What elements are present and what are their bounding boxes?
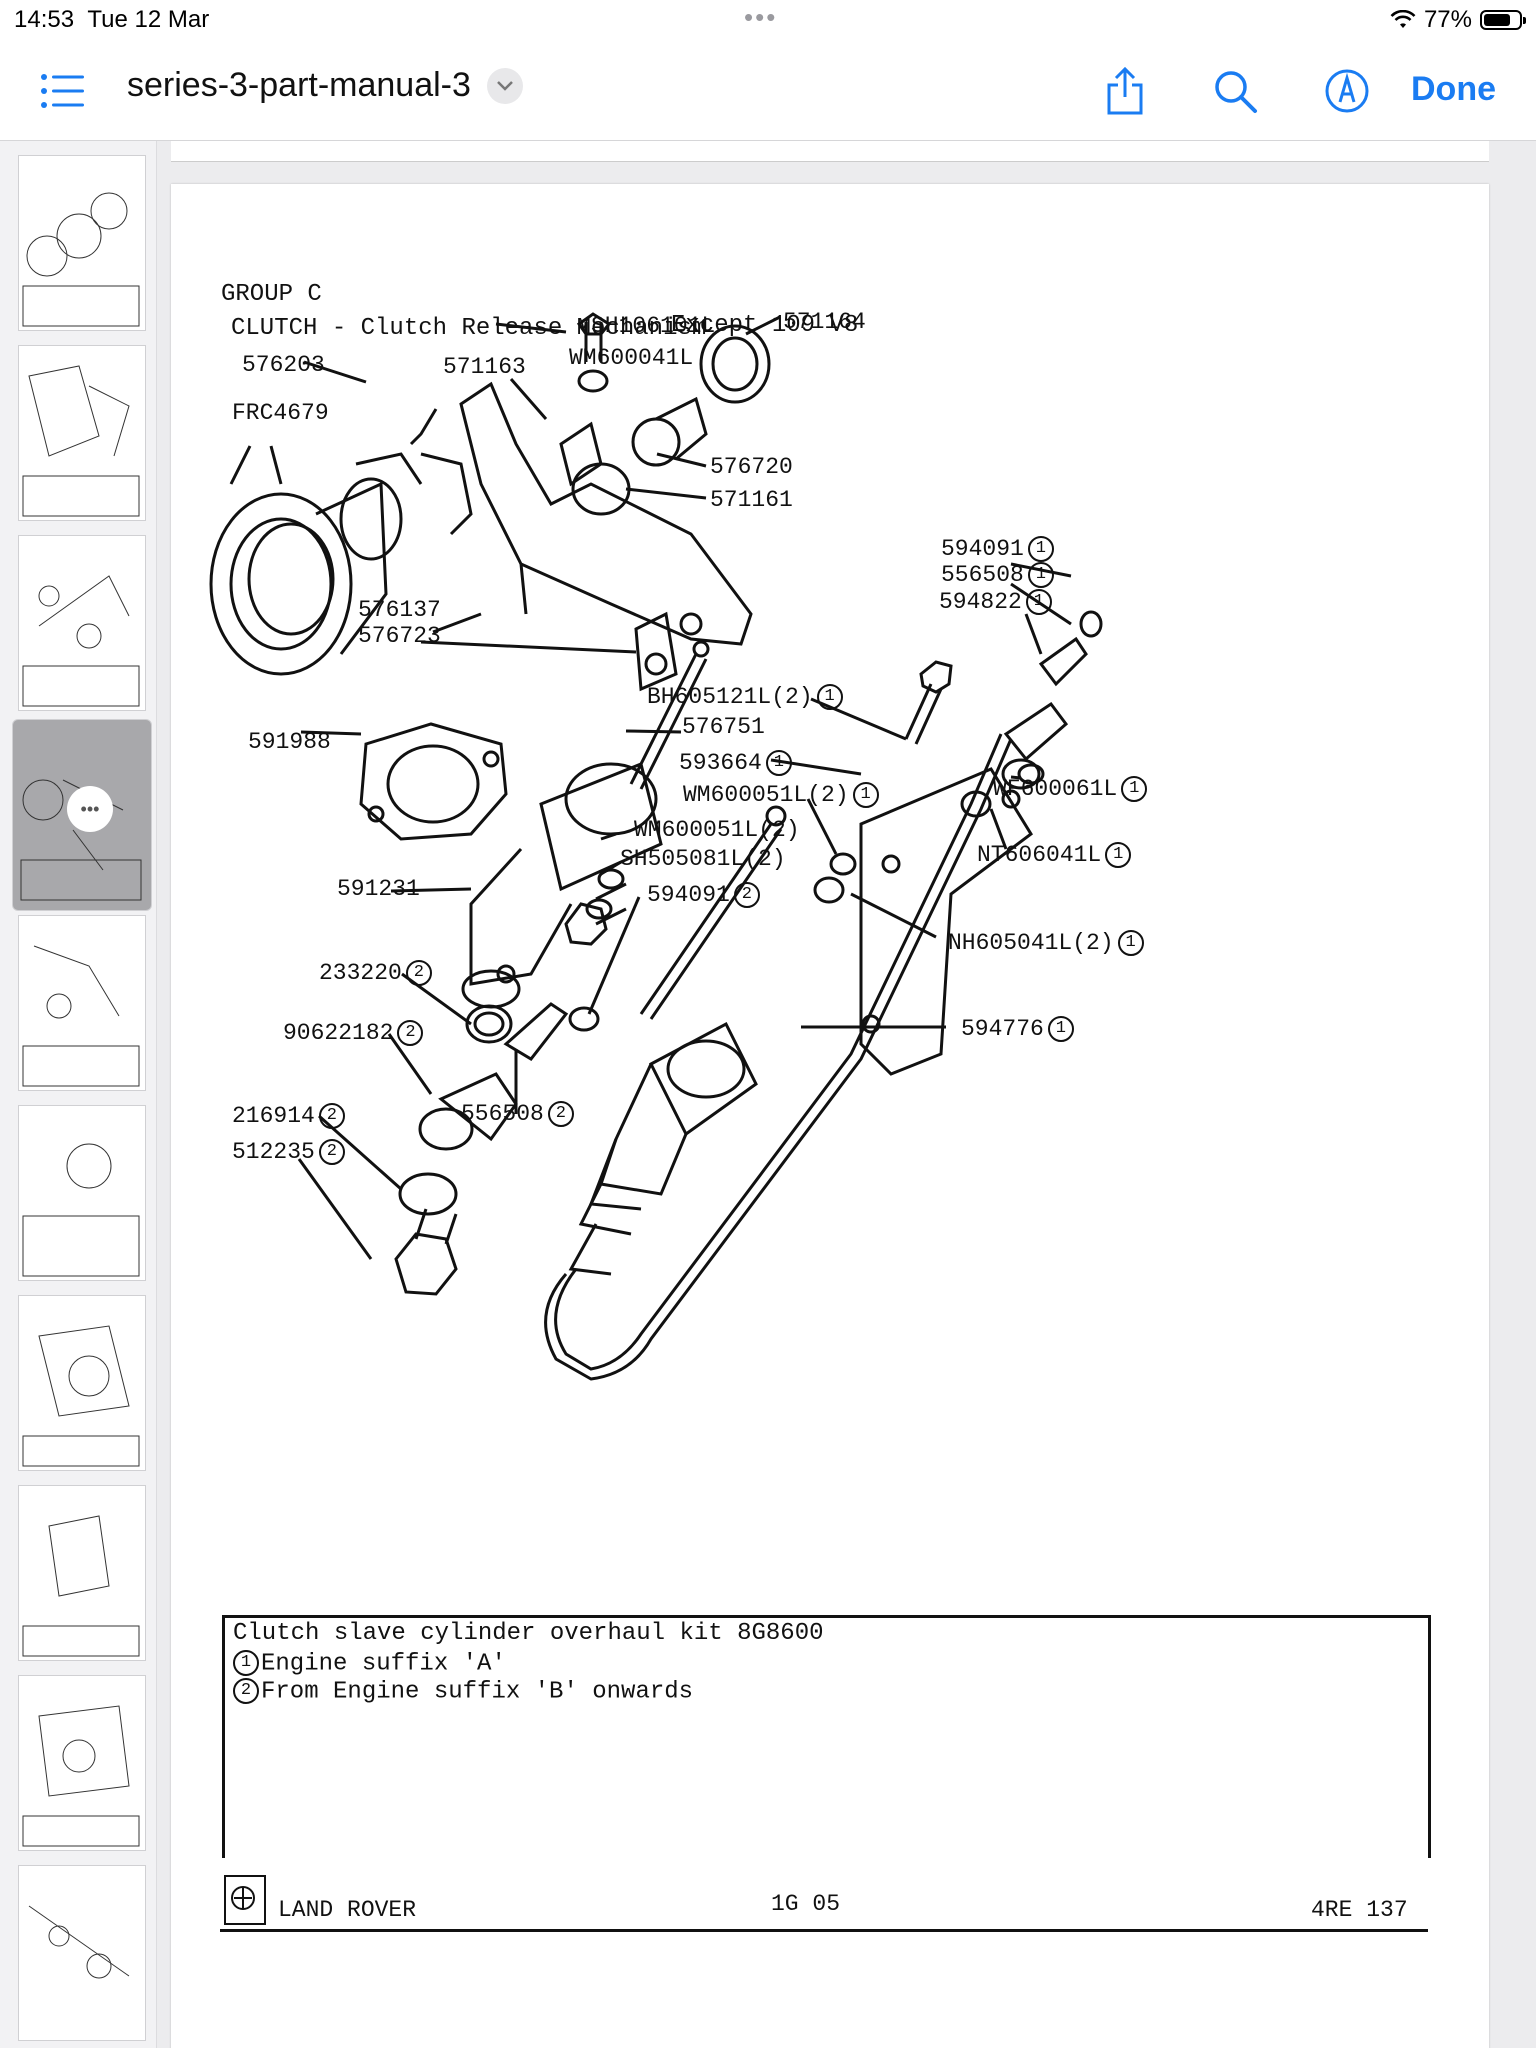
- page-thumbnail-8[interactable]: [18, 1485, 146, 1661]
- part-label-576203: 576203: [242, 352, 325, 378]
- battery-percent: 77%: [1423, 6, 1472, 33]
- page-thumbnail-4-selected[interactable]: •••: [12, 719, 152, 911]
- section-title: CLUTCH - Clutch Release Mechanism: [231, 315, 707, 342]
- page-thumbnail-3[interactable]: [18, 535, 146, 711]
- page-thumbnail-1[interactable]: [18, 155, 146, 331]
- share-icon[interactable]: [1100, 66, 1150, 116]
- part-label-576137: 576137: [358, 597, 441, 623]
- part-label-591988: 591988: [248, 729, 331, 755]
- wifi-icon: [1390, 10, 1416, 28]
- page-thumbnail-9[interactable]: [18, 1675, 146, 1851]
- status-time: 14:53 Tue 12 Mar: [14, 6, 210, 33]
- footer-brand: LAND ROVER: [278, 1897, 417, 1923]
- part-label-WM600051L-2: WM600051L(2): [634, 817, 800, 843]
- document-viewer[interactable]: GROUP C CLUTCH - Clutch Release Mechanis…: [157, 141, 1536, 2048]
- part-label-576720: 576720: [710, 454, 793, 480]
- part-label-591231: 591231: [337, 876, 420, 902]
- page-thumbnail-5[interactable]: [18, 915, 146, 1091]
- part-label-576723: 576723: [358, 623, 441, 649]
- page-thumbnail-2[interactable]: [18, 345, 146, 521]
- footer-page-code: 1G 05: [771, 1891, 841, 1917]
- battery-fill: [1484, 14, 1510, 26]
- page-thumbnail-6[interactable]: [18, 1105, 146, 1281]
- land-rover-logo: [224, 1875, 266, 1925]
- document-title: series-3-part-manual-3: [127, 66, 471, 104]
- document-title-button[interactable]: series-3-part-manual-3: [127, 66, 523, 105]
- note-overhaul-kit: Clutch slave cylinder overhaul kit 8G860…: [233, 1620, 824, 1647]
- done-button[interactable]: Done: [1411, 70, 1496, 108]
- part-label-571163: 571163: [443, 354, 526, 380]
- chevron-down-icon[interactable]: [486, 67, 523, 104]
- part-label-576751: 576751: [682, 714, 765, 740]
- part-label-WM600041L: WM600041L: [569, 345, 694, 371]
- notes-box: Clutch slave cylinder overhaul kit 8G860…: [222, 1615, 1431, 1858]
- part-label-571161: 571161: [710, 487, 793, 513]
- footer-divider: [220, 1929, 1428, 1932]
- nav-bar: series-3-part-manual-3 Done: [0, 40, 1536, 141]
- status-bar: 14:53 Tue 12 Mar ••• 77%: [0, 0, 1536, 40]
- search-icon[interactable]: [1210, 66, 1260, 116]
- battery-icon: [1480, 10, 1526, 30]
- part-label-BH605121L: BH605121L(2)1: [647, 684, 843, 710]
- status-right: 77%: [1390, 6, 1526, 34]
- list-icon[interactable]: [38, 66, 88, 116]
- page-thumbnail-10[interactable]: [18, 1865, 146, 2041]
- page-thumbnail-sidebar[interactable]: •••: [0, 141, 157, 2048]
- part-label-WM600051L-1: WM600051L(2)1: [683, 782, 879, 808]
- part-label-571164: 571164: [783, 309, 866, 335]
- exploded-parts-diagram: [209, 312, 1103, 1381]
- part-label-NH605041L: NH605041L(2)1: [948, 930, 1144, 956]
- group-title: GROUP C: [221, 281, 322, 308]
- footer-ref: 4RE 137: [1311, 1897, 1408, 1923]
- multitasking-dots-icon[interactable]: •••: [744, 2, 778, 32]
- thumbnail-more-icon[interactable]: •••: [67, 786, 113, 832]
- page-thumbnail-7[interactable]: [18, 1295, 146, 1471]
- part-label-FRC4679: FRC4679: [232, 400, 329, 426]
- part-label-SH505081L: SH505081L(2): [620, 846, 786, 872]
- part-label-SH106101L: SH106101L: [591, 313, 716, 339]
- previous-page-edge: [171, 141, 1489, 162]
- markup-icon[interactable]: [1322, 66, 1372, 116]
- manual-page: GROUP C CLUTCH - Clutch Release Mechanis…: [171, 184, 1489, 2048]
